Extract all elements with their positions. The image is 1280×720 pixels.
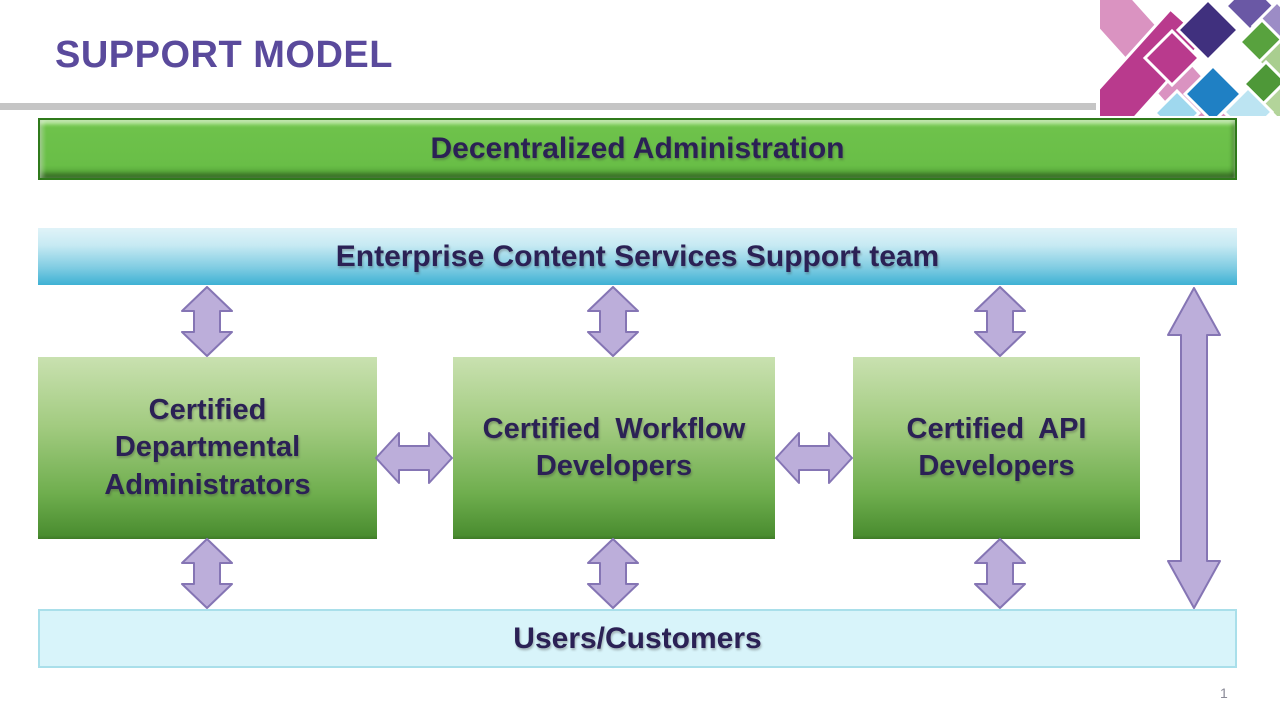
updown-arrow-icon bbox=[587, 538, 639, 609]
updown-arrow-icon bbox=[587, 286, 639, 357]
box-label-line: Certified Workflow bbox=[482, 412, 746, 445]
box-label-line: Certified bbox=[148, 394, 267, 427]
banner-decentralized-administration: Decentralized Administration bbox=[38, 118, 1237, 180]
box-label-line: Developers bbox=[918, 450, 1075, 482]
banner-users-customers-label: Users/Customers bbox=[513, 621, 762, 655]
banner-decentralized-administration-label: Decentralized Administration bbox=[430, 132, 845, 165]
updown-arrow-icon bbox=[181, 286, 233, 357]
box-certified-workflow-developers: Certified Workflow Developers bbox=[453, 357, 775, 539]
leftright-arrow-icon bbox=[775, 432, 853, 484]
box-label-line: Developers bbox=[535, 450, 693, 482]
box-label-line: Departmental bbox=[114, 431, 301, 464]
leftright-arrow-icon bbox=[375, 432, 453, 484]
banner-users-customers: Users/Customers bbox=[38, 609, 1237, 668]
brand-logo-icon bbox=[1100, 0, 1280, 116]
box-certified-api-developers: Certified API Developers bbox=[853, 357, 1140, 539]
page-number: 1 bbox=[1220, 685, 1228, 701]
box-label-line: Administrators bbox=[104, 468, 311, 501]
updown-arrow-icon bbox=[181, 538, 233, 609]
box-label-line: Certified API bbox=[906, 412, 1087, 445]
updown-arrow-icon bbox=[974, 286, 1026, 357]
updown-arrow-icon bbox=[974, 538, 1026, 609]
banner-support-team: Enterprise Content Services Support team bbox=[38, 228, 1237, 285]
box-certified-departmental-administrators: Certified Departmental Administrators bbox=[38, 357, 377, 539]
banner-support-team-label: Enterprise Content Services Support team bbox=[335, 239, 940, 273]
title-underline bbox=[0, 103, 1096, 110]
tall-updown-arrow-icon bbox=[1167, 287, 1221, 609]
page-title: SUPPORT MODEL bbox=[55, 34, 393, 76]
